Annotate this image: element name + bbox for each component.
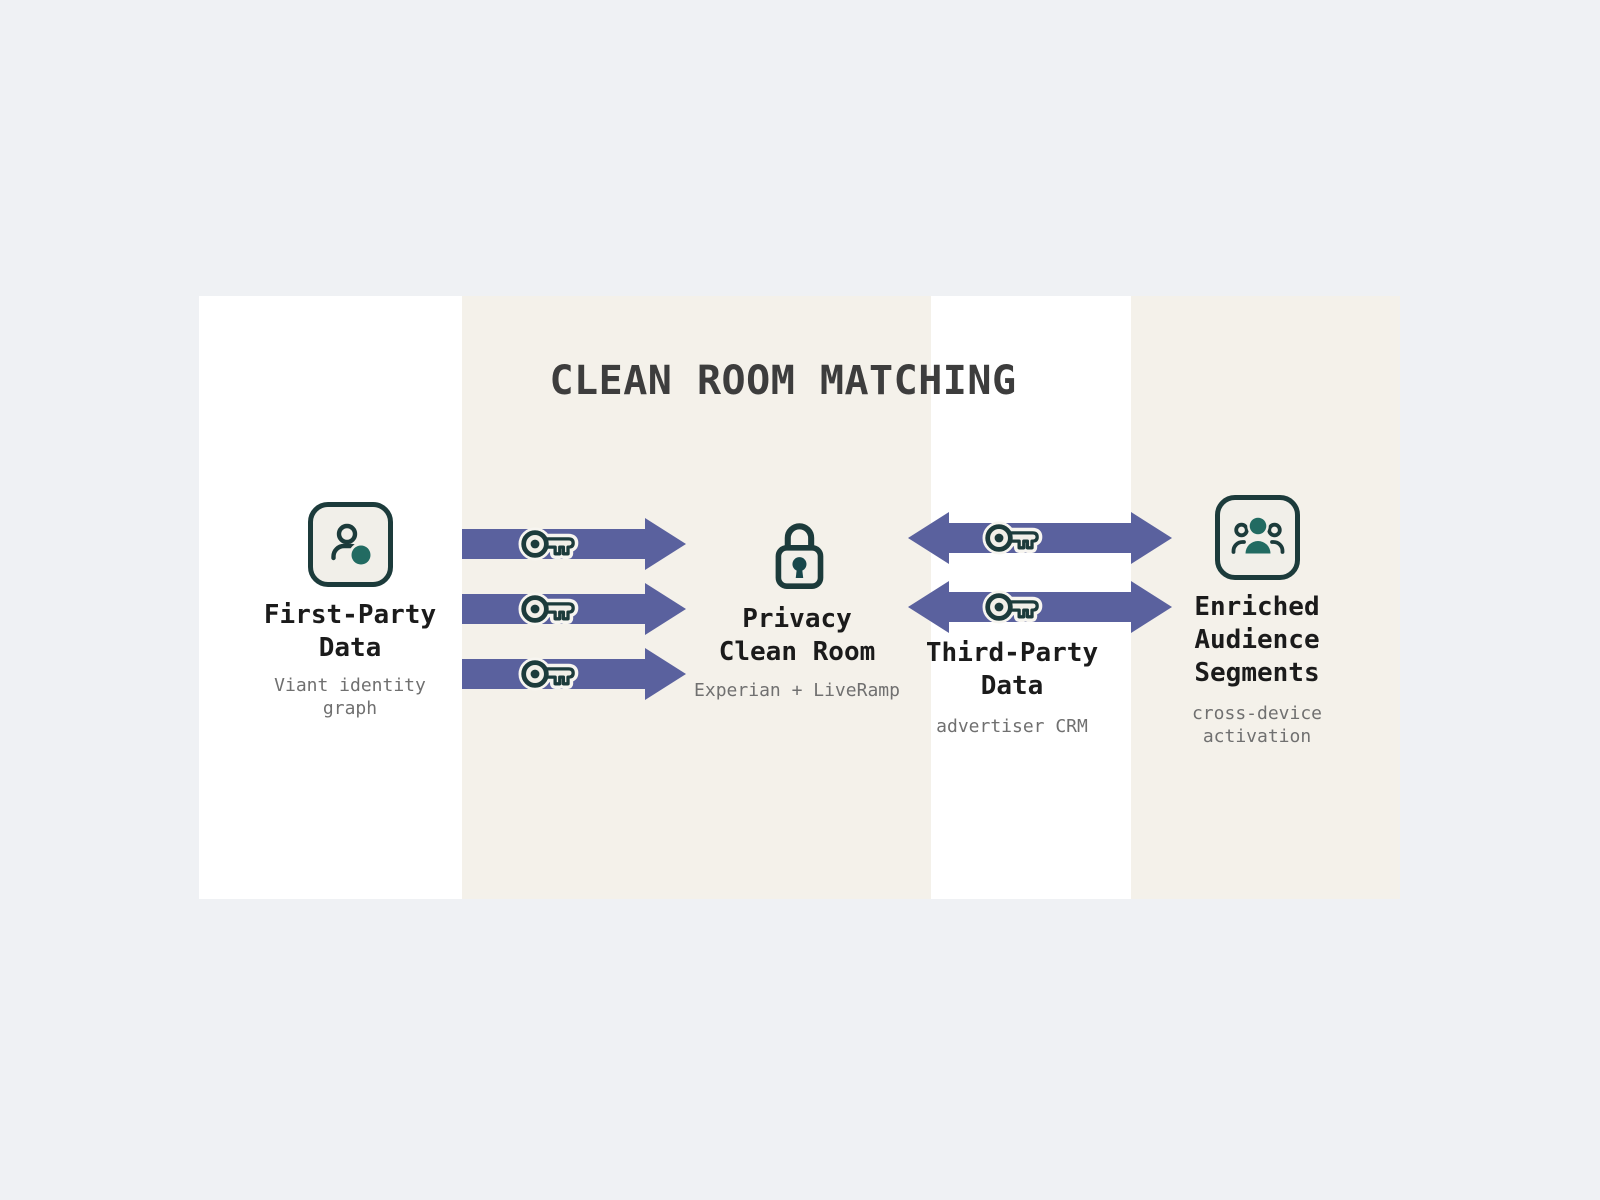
arrowhead-right <box>645 648 686 700</box>
enriched-heading: Enriched Audience Segments <box>1194 592 1320 688</box>
arrowhead-right <box>645 518 686 570</box>
key-icon <box>518 527 579 561</box>
first-party-icon-box <box>308 502 393 587</box>
diagram-title: CLEAN ROOM MATCHING <box>549 358 1017 404</box>
arrowhead-right <box>1131 512 1172 564</box>
key-icon <box>982 590 1043 624</box>
arrowhead-right <box>1131 581 1172 633</box>
key-icon <box>518 592 579 626</box>
arrowhead-right <box>645 583 686 635</box>
lock-icon-wrap <box>770 515 828 589</box>
clean-room-heading: Privacy Clean Room <box>718 604 876 667</box>
group-icon <box>1231 514 1284 554</box>
panel-cream-enriched <box>1131 296 1400 899</box>
first-party-subtext: Viant identity graph <box>274 675 426 719</box>
arrowhead-left <box>908 512 949 564</box>
third-party-subtext: advertiser CRM <box>936 716 1088 737</box>
panel-white-first-party <box>199 296 462 899</box>
first-party-heading: First-Party Data <box>263 600 437 663</box>
arrowhead-left <box>908 581 949 633</box>
lock-icon <box>775 523 824 589</box>
flow-arrow-both-2 <box>908 581 1172 633</box>
key-icon <box>982 521 1043 555</box>
key-icon <box>518 657 579 691</box>
enriched-icon-box <box>1215 495 1300 580</box>
third-party-heading: Third-Party Data <box>925 638 1099 701</box>
user-icon <box>330 523 373 567</box>
clean-room-subtext: Experian + LiveRamp <box>694 680 900 701</box>
enriched-subtext: cross-device activation <box>1191 703 1323 747</box>
